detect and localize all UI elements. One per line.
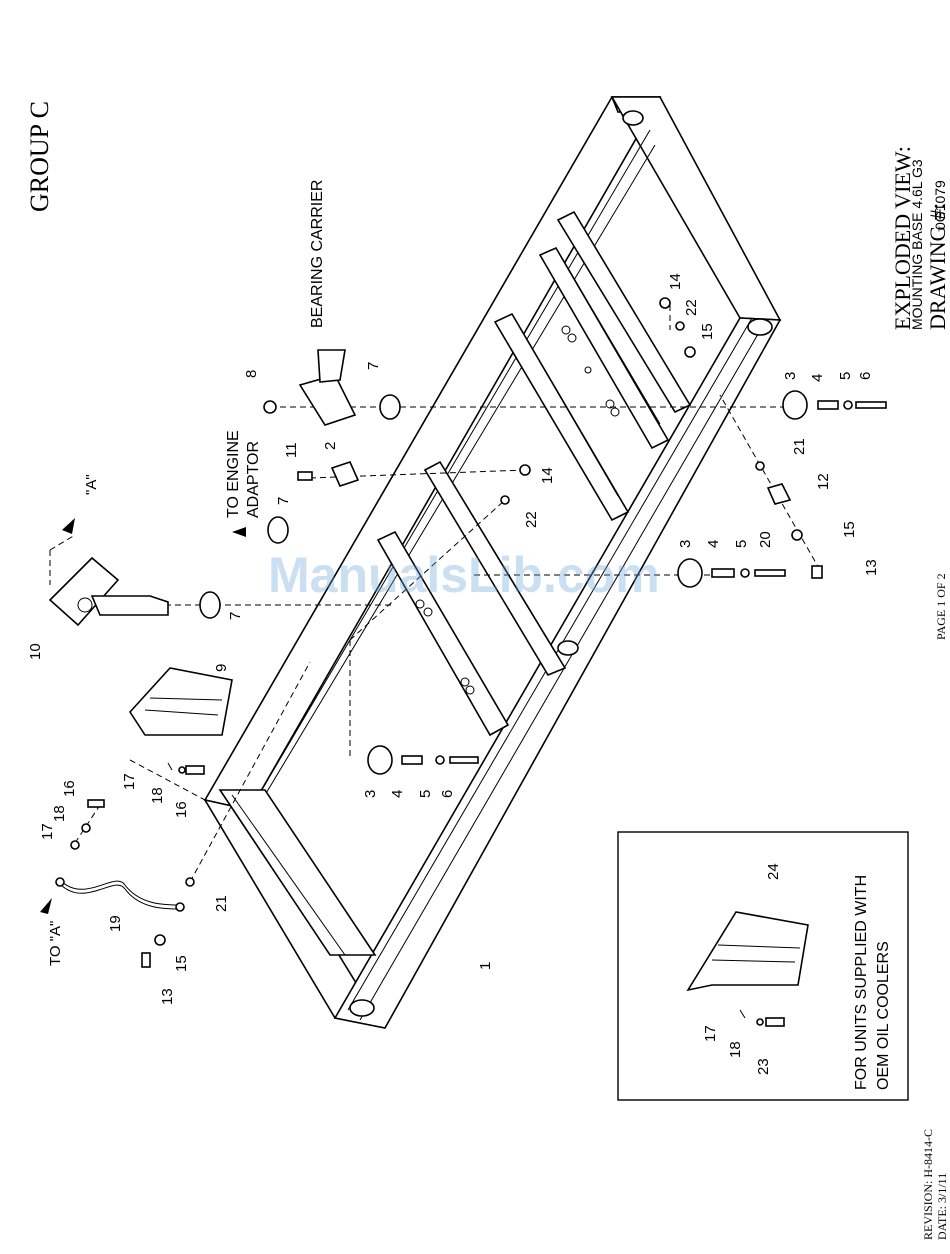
to-engine-label: TO ENGINE [225,430,242,518]
mounting-base-frame [203,96,782,1029]
callout-17: 17 [121,773,138,790]
callout-3: 3 [677,540,694,548]
callout-inset-24: 24 [765,863,782,880]
callout-19: 19 [107,915,124,932]
inset-note-line2: OEM OIL COOLERS [875,941,892,1090]
callout-3: 3 [782,372,799,380]
callout-inset-18: 18 [727,1041,744,1058]
part-callouts: 1 2 3 3 3 4 4 4 5 5 5 6 6 7 7 7 8 9 10 1… [27,273,880,1005]
callout-inset-23: 23 [755,1058,772,1075]
callout-5: 5 [733,540,750,548]
callout-17: 17 [39,823,56,840]
callout-15: 15 [699,323,716,340]
drawing-number-label: DRAWING #: [925,203,950,330]
callout-12: 12 [815,473,832,490]
view-title: EXPLODED VIEW: [890,146,915,330]
callout-22: 22 [683,299,700,316]
to-a-label: TO "A" [47,921,64,966]
page-number: PAGE 1 OF 2 [934,573,948,640]
revision-date: DATE: 3/1/11 [935,1173,949,1240]
callout-20: 20 [757,531,774,548]
callout-5: 5 [837,372,854,380]
callout-8: 8 [243,370,260,378]
callout-16: 16 [61,780,78,797]
callout-22: 22 [523,511,540,528]
callout-21: 21 [791,438,808,455]
watermark: ManualsLib.com [268,547,660,603]
title-block: GROUP C EXPLODED VIEW: MOUNTING BASE 4.6… [25,101,950,1240]
callout-2: 2 [322,442,339,450]
callout-13: 13 [159,988,176,1005]
inset-note-line1: FOR UNITS SUPPLIED WITH [853,875,870,1090]
callout-13: 13 [863,559,880,576]
callout-6: 6 [439,790,456,798]
bearing-carrier-label: BEARING CARRIER [309,180,326,328]
callout-4: 4 [389,790,406,798]
oem-oil-cooler-inset [617,831,909,1101]
callout-18: 18 [51,805,68,822]
hardware-parts [40,297,887,968]
callout-7: 7 [275,497,292,505]
to-engine-label-2: ADAPTOR [245,441,262,518]
view-subtitle: MOUNTING BASE 4.6L G3 [909,159,925,330]
drawing-labels: BEARING CARRIER TO ENGINE ADAPTOR "A" TO… [47,180,892,1090]
callout-7: 7 [227,612,244,620]
callout-4: 4 [705,540,722,548]
callout-21: 21 [213,895,230,912]
callout-14: 14 [539,467,556,484]
callout-6: 6 [857,372,874,380]
callout-9: 9 [213,664,230,672]
callout-15: 15 [841,521,858,538]
callout-3: 3 [362,790,379,798]
callout-10: 10 [27,643,44,660]
callout-4: 4 [809,374,826,382]
callout-14: 14 [667,273,684,290]
revision: REVISION: H-8414-C [921,1129,935,1240]
callout-5: 5 [417,790,434,798]
callout-inset-17: 17 [702,1025,719,1042]
callout-1: 1 [477,962,494,970]
callout-16: 16 [173,801,190,818]
group-label: GROUP C [25,101,54,212]
section-a-label: "A" [83,474,100,495]
callout-7: 7 [365,362,382,370]
callout-15: 15 [173,955,190,972]
callout-18: 18 [149,787,166,804]
drawing-number: 0G1079 [932,180,948,230]
callout-11: 11 [283,442,300,458]
inset-callouts: 24 17 18 23 [702,863,782,1075]
